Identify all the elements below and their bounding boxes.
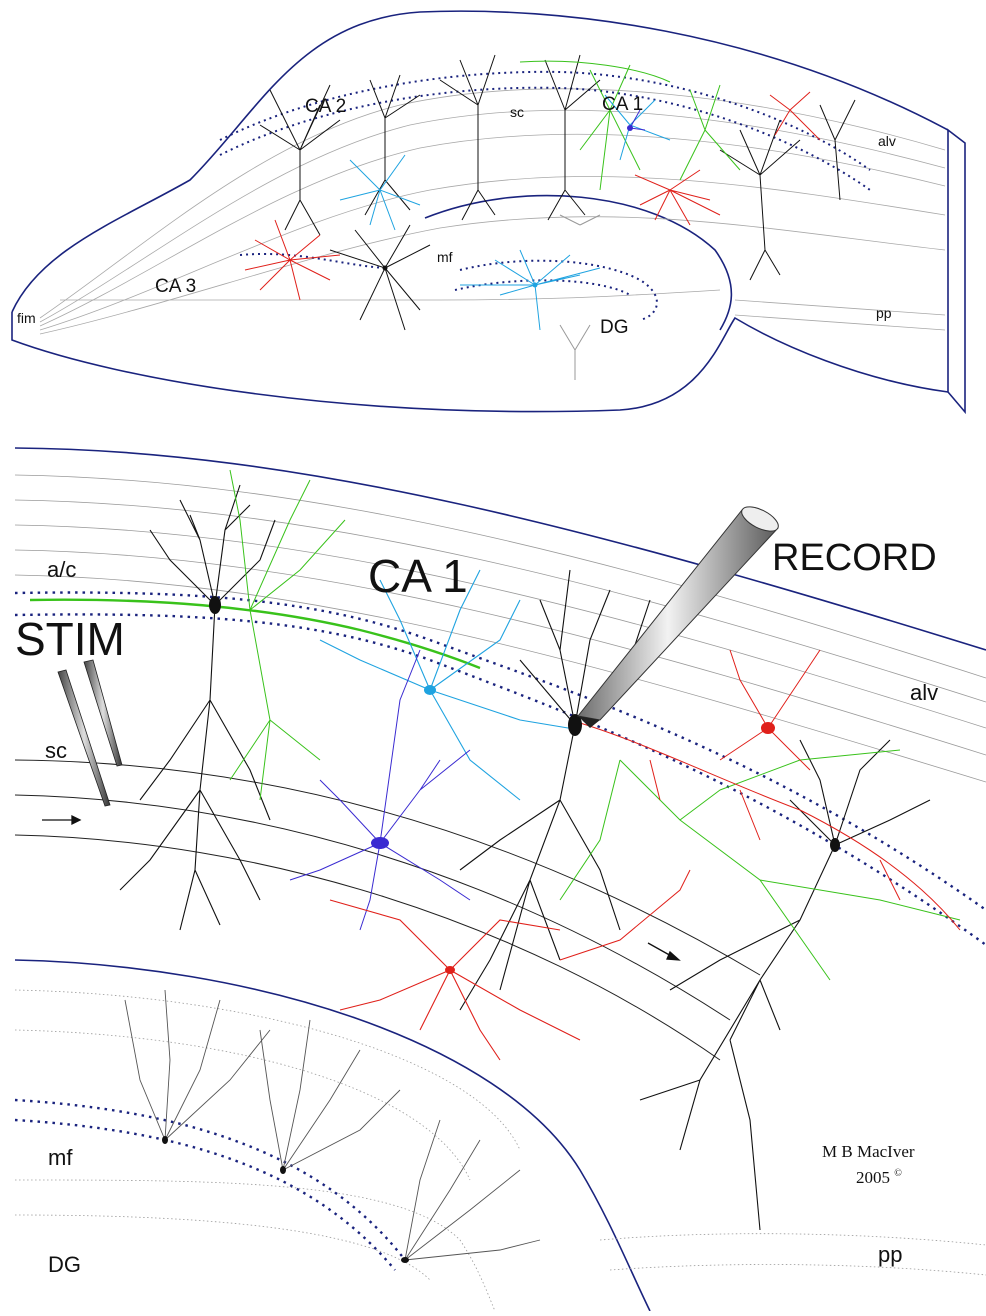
neuron-red-ca3 — [244, 219, 341, 301]
lamina — [39, 176, 946, 331]
label-ca1-top: CA 1 — [602, 94, 643, 115]
label-stim: STIM — [15, 613, 125, 665]
dotted-layer — [239, 252, 386, 269]
dotted-layer — [454, 279, 631, 296]
neuron-cyan — [319, 569, 581, 801]
label-fim-top: fim — [17, 310, 36, 326]
dotted-layer-ac — [14, 591, 986, 911]
bottom-outline — [14, 447, 986, 1312]
neuron-green-ac-axon — [29, 598, 481, 670]
neuron-green-branches — [229, 469, 961, 981]
lamina — [14, 499, 986, 703]
neuron-black-center — [459, 569, 651, 1011]
dotted-layer-mf-2 — [14, 1118, 396, 1271]
label-mf-top: mf — [437, 249, 453, 265]
label-dg-top: DG — [600, 317, 629, 338]
lamina — [39, 109, 946, 323]
label-ca1-main: CA 1 — [368, 550, 468, 602]
neuron-black-ca2 — [259, 74, 421, 236]
neuron-green — [519, 60, 741, 191]
dg-laminae — [14, 989, 986, 1312]
neuron-cyan-dg — [460, 249, 601, 331]
lamina — [59, 289, 721, 301]
top-slab-outline — [11, 10, 966, 415]
top-laminae — [39, 88, 946, 335]
lamina — [14, 574, 986, 783]
label-sc-top: sc — [510, 104, 524, 120]
copyright-mark: © — [894, 1168, 902, 1179]
bottom-strata — [14, 759, 761, 1061]
label-ca3-top: CA 3 — [155, 276, 196, 297]
neuron-grey-dg — [559, 214, 601, 380]
neuron-cyan-ca2 — [339, 154, 421, 231]
neuron-cyan-ca1 — [604, 94, 671, 161]
label-alv-bottom: alv — [910, 680, 938, 705]
neuron-red-lower — [329, 899, 581, 1061]
neuron-black-sc — [439, 54, 601, 221]
bottom-dotted-layers — [14, 591, 986, 1271]
slab-top-edge — [11, 10, 949, 313]
dotted-layer-mf — [14, 1098, 406, 1261]
lamina — [39, 88, 946, 319]
dentate-boundary — [14, 959, 651, 1312]
label-pp-bottom: pp — [878, 1242, 902, 1267]
label-mf-bottom: mf — [48, 1145, 73, 1170]
neuron-red-ca1 — [634, 91, 821, 226]
stimulating-electrode-icon — [57, 659, 123, 807]
lamina — [14, 549, 986, 756]
neuron-black-ca3 — [329, 224, 431, 331]
alveus-boundary — [14, 447, 986, 651]
signature-year-value: 2005 — [856, 1168, 890, 1187]
dotted-layer — [219, 70, 871, 171]
dg-lamina — [14, 1179, 496, 1312]
stratum-line — [14, 794, 731, 1021]
label-ca2-top: CA 2 — [305, 96, 346, 117]
direction-arrow-icon — [42, 814, 681, 961]
slab-inner-dg-edge — [424, 194, 733, 331]
label-dg-bottom: DG — [48, 1252, 81, 1277]
slab-front-edge — [11, 312, 949, 413]
neuron-somata-bottom — [162, 596, 840, 1263]
author-signature: M B MacIver 2005 © — [822, 1142, 915, 1187]
dotted-layer — [219, 86, 871, 191]
stratum-line — [14, 834, 721, 1061]
lamina — [734, 314, 946, 331]
dotted-layer-ac-2 — [14, 613, 986, 946]
dg-lamina — [14, 1214, 431, 1281]
bottom-laminae — [14, 474, 986, 783]
dg-lamina — [14, 1029, 471, 1181]
neuron-grey-dg — [124, 989, 541, 1261]
slab-right-face — [947, 128, 966, 415]
lamina — [39, 216, 946, 335]
neuron-black-left — [119, 484, 276, 931]
signature-name: M B MacIver — [822, 1142, 915, 1161]
neuron-black-ca1-right — [719, 99, 856, 281]
dg-lamina — [14, 989, 521, 1151]
neuron-somata — [382, 125, 633, 288]
label-sc-bottom: sc — [45, 738, 67, 763]
neuron-black-right — [639, 739, 931, 1231]
lamina — [14, 474, 986, 679]
bottom-panel: CA 1 RECORD STIM a/c sc alv mf DG pp M B… — [14, 447, 986, 1312]
dg-lamina — [609, 1264, 986, 1276]
neuron-blue-interneuron — [289, 649, 471, 931]
top-panel: CA 2 CA 1 sc alv mf CA 3 DG pp fim — [11, 10, 966, 415]
recording-electrode-icon — [577, 506, 779, 728]
dg-lamina — [599, 1233, 986, 1246]
lamina — [14, 524, 986, 729]
label-alv-top: alv — [878, 133, 896, 149]
label-pp-top: pp — [876, 305, 892, 321]
top-neurons — [244, 54, 856, 380]
neuron-red-upper — [559, 649, 961, 961]
signature-year: 2005 © — [856, 1168, 902, 1187]
lamina — [39, 133, 946, 327]
label-ac: a/c — [47, 557, 76, 582]
label-record: RECORD — [772, 537, 937, 579]
dotted-layer — [459, 259, 658, 321]
lamina — [734, 299, 946, 316]
